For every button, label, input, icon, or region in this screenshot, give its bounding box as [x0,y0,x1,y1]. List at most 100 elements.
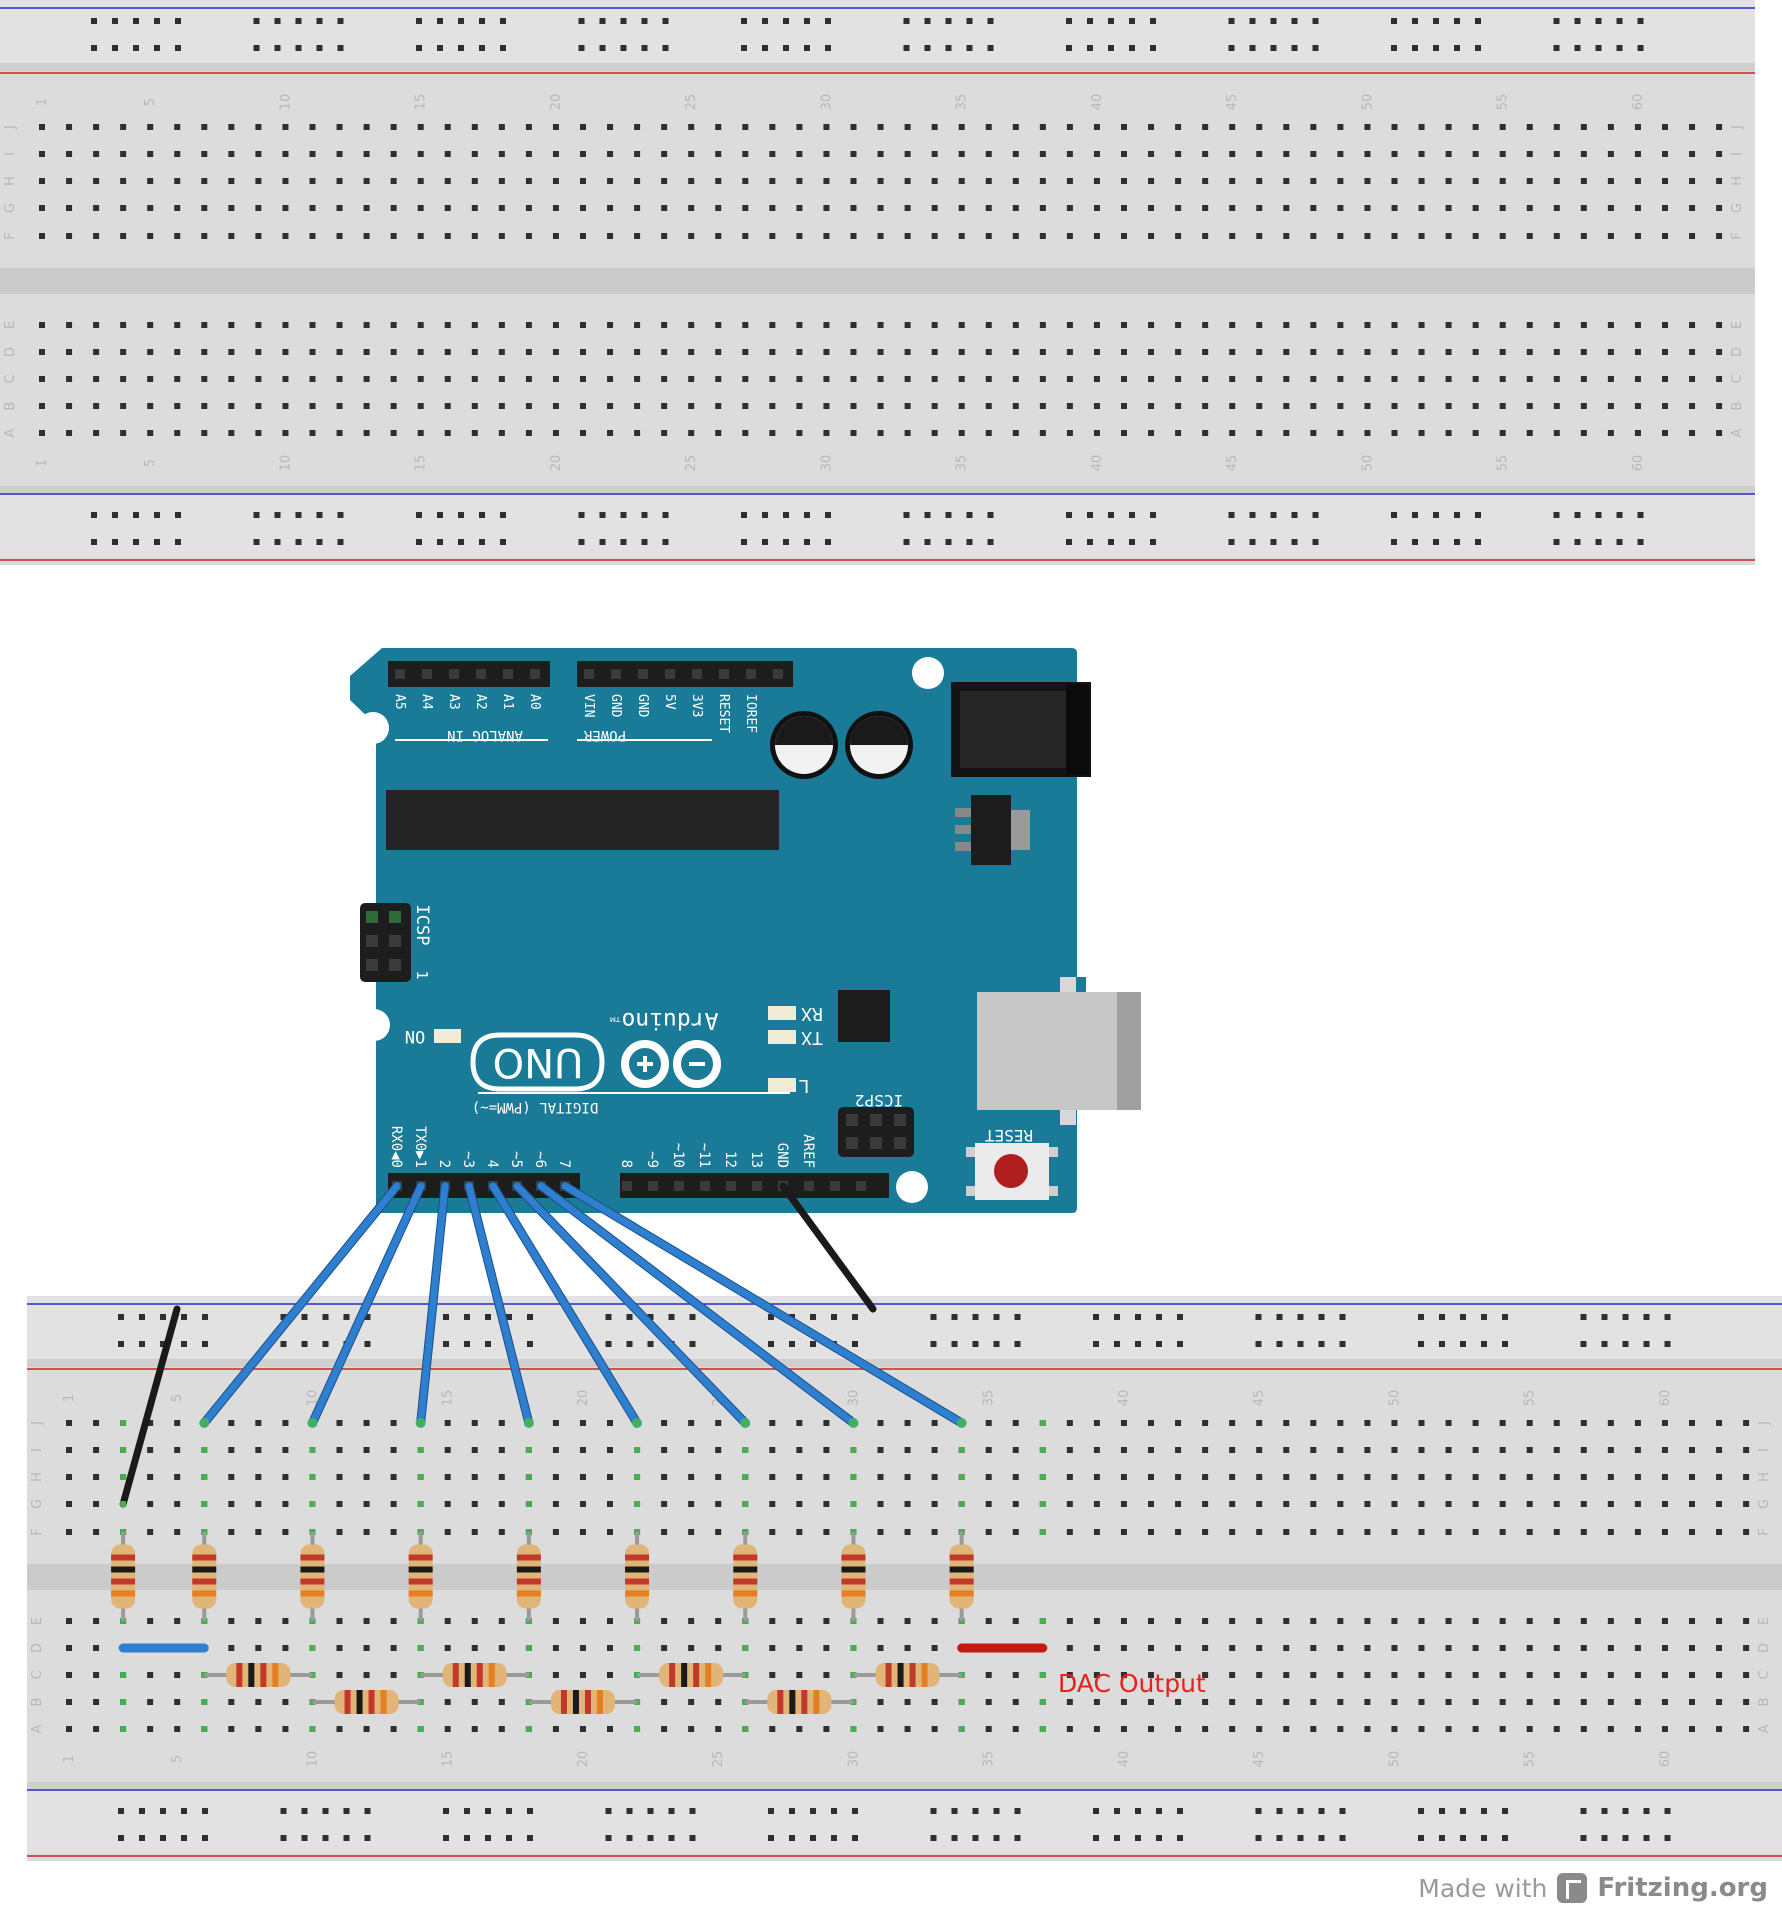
terminal-hole [1039,430,1046,436]
terminal-hole [742,403,749,409]
terminal-hole [93,403,100,409]
rail-hole [527,1808,533,1814]
terminal-hole [877,178,884,184]
terminal-hole [1121,124,1127,130]
terminal-hole [1337,322,1344,328]
rail-hole [620,18,627,24]
terminal-hole [579,1447,586,1453]
terminal-hole [1553,322,1560,328]
terminal-hole [1418,1501,1425,1507]
terminal-hole [282,151,289,157]
terminal-hole [66,1529,72,1535]
terminal-hole [742,430,749,436]
terminal-hole [498,349,505,355]
terminal-hole [1093,403,1100,409]
header-pin-label: GND [635,694,650,718]
terminal-hole [823,1672,830,1678]
terminal-hole [796,233,803,239]
terminal-hole [715,376,722,382]
rail-hole [1135,1341,1141,1347]
terminal-hole [1012,1618,1019,1624]
terminal-hole [1445,1618,1452,1624]
terminal-hole [1310,178,1317,184]
rail-hole [647,1314,654,1320]
row-label: B [1730,402,1745,411]
terminal-hole [1472,403,1479,409]
rail-hole [825,512,831,518]
digital-pin-label: 2 [436,1160,452,1168]
terminal-hole [1148,124,1155,130]
rail-hole [301,1314,308,1320]
terminal-hole [1499,1501,1506,1507]
rail-hole [364,1314,371,1320]
rail-hole [118,1314,124,1320]
terminal-hole [336,124,343,130]
terminal-hole [39,151,45,157]
rail-hole [1156,1314,1162,1320]
terminal-hole [1229,1726,1236,1732]
terminal-hole [1472,233,1479,239]
rail-hole [322,1341,329,1347]
rail-hole [852,1808,858,1814]
terminal-hole [309,233,316,239]
terminal-hole [228,1447,235,1453]
terminal-hole [877,151,884,157]
terminal-hole [1472,1447,1479,1453]
terminal-hole [174,322,181,328]
terminal-hole [93,151,100,157]
rail-hole [301,1835,308,1841]
rail-hole [527,1314,533,1320]
rail-hole [1418,1314,1424,1320]
terminal-hole [579,1672,586,1678]
terminal-hole [715,1529,722,1535]
terminal-hole [634,124,641,130]
terminal-hole [552,1726,559,1732]
terminal-hole [309,151,316,157]
terminal-hole [607,430,614,436]
terminal-hole [1364,376,1371,382]
terminal-hole [931,403,938,409]
column-label: 10 [278,94,293,111]
fritzing-brand-link[interactable]: Fritzing.org [1597,1873,1768,1903]
terminal-hole [1472,178,1479,184]
rail-hole [1276,1341,1283,1347]
terminal-hole [201,151,208,157]
terminal-hole [1716,376,1723,382]
column-label: 50 [1360,94,1375,111]
terminal-hole [1310,1447,1317,1453]
terminal-hole [1121,233,1127,239]
terminal-hole [39,403,45,409]
terminal-hole [1066,1699,1073,1705]
terminal-hole [931,430,938,436]
terminal-hole [1526,1618,1533,1624]
terminal-hole [444,178,451,184]
terminal-hole [1526,205,1533,211]
terminal-hole [525,376,532,382]
terminal-hole [1553,1699,1560,1705]
terminal-hole [1202,349,1209,355]
rail-hole [1150,45,1156,51]
terminal-hole [1202,205,1209,211]
terminal-hole [66,151,73,157]
rail-hole [903,45,910,51]
terminal-hole [1689,1645,1695,1651]
terminal-hole [1093,124,1100,130]
terminal-hole [796,1447,803,1453]
terminal-hole [498,1447,505,1453]
terminal-hole [985,430,992,436]
terminal-hole [66,349,73,355]
terminal-hole [1229,322,1236,328]
rail-hole [1249,18,1256,24]
terminal-hole [1689,124,1696,130]
terminal-hole [1229,233,1236,239]
terminal-hole [877,1501,884,1507]
terminal-hole [1580,233,1587,239]
rail-hole [1291,539,1298,545]
terminal-hole [958,233,965,239]
rail-hole [831,1835,837,1841]
row-label: E [1757,1617,1772,1625]
terminal-hole [1580,178,1587,184]
terminal-hole [661,151,668,157]
terminal-hole [688,349,695,355]
terminal-hole [228,1618,235,1624]
